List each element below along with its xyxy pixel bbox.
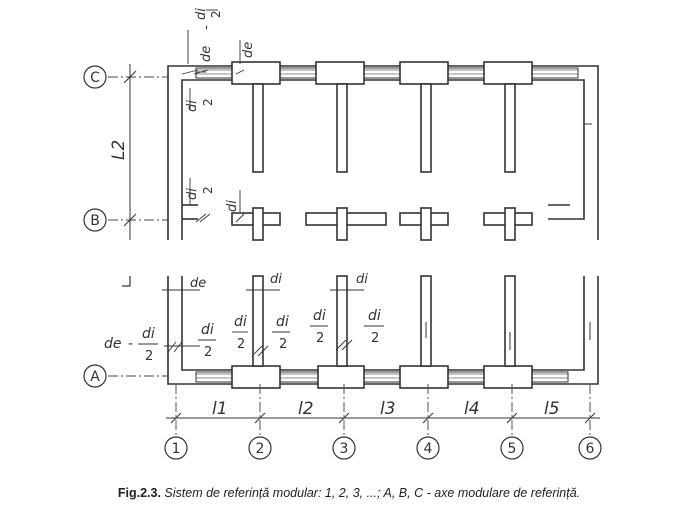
figure-caption: Fig.2.3. Sistem de referință modular: 1,… [0, 486, 698, 500]
axis-marker-5 [500, 436, 524, 460]
label-di-a-1: di [201, 322, 214, 338]
label-de-a-left: de [104, 336, 122, 352]
label-two-c-top: 2 [209, 10, 223, 18]
dimension-l2-vertical [123, 64, 137, 240]
axis-label-2: 2 [256, 441, 265, 457]
inner-wall-lower [181, 276, 585, 371]
span-label-l5: l5 [544, 399, 560, 419]
annotations-row-a [138, 289, 384, 357]
axis-label-a: A [90, 369, 100, 385]
label-two-a-1: 2 [204, 345, 212, 360]
column-axis-markers [164, 436, 602, 460]
axis-label-3: 3 [340, 441, 349, 457]
axis-marker-c [83, 65, 107, 89]
label-di-a-left: di [142, 326, 155, 342]
axis-marker-3 [332, 436, 356, 460]
label-two-a-3: 2 [279, 337, 287, 352]
wall-col-5-upper [504, 83, 516, 173]
axis-marker-4 [416, 436, 440, 460]
inner-wall-upper [181, 79, 585, 240]
wall-col-2-lower [252, 275, 264, 367]
label-dash-c: - [199, 25, 214, 30]
axis-label-6: 6 [586, 441, 595, 457]
wall-col-3-upper [336, 83, 348, 173]
label-two-a-2: 2 [237, 337, 245, 352]
axis-label-1: 1 [172, 441, 181, 457]
label-dash-a-left: - [128, 336, 133, 352]
label-two-a-5: 2 [371, 331, 379, 346]
label-two-a-4: 2 [316, 331, 324, 346]
axis-marker-2 [248, 436, 272, 460]
label-two-a-left: 2 [145, 349, 153, 364]
axis-label-5: 5 [508, 441, 517, 457]
axis-lines [108, 76, 591, 436]
axis-marker-b [83, 208, 107, 232]
label-di-a-2: di [234, 314, 247, 330]
label-de-c: de [199, 46, 214, 62]
wall-col-4-lower [420, 275, 432, 367]
axis-label-b: B [90, 213, 100, 229]
span-label-l4: l4 [464, 399, 480, 419]
label-di-a-top2: di [270, 272, 282, 287]
annotations-row-c [181, 9, 245, 110]
label-di-a-top3: di [356, 272, 368, 287]
span-label-l3: l3 [380, 399, 396, 419]
lower-plan [122, 275, 599, 389]
label-di-a-3: di [276, 314, 289, 330]
label-di-a-5: di [368, 308, 381, 324]
span-label-l1: l1 [212, 399, 228, 419]
caption-figure-number: Fig.2.3. [117, 486, 161, 500]
axis-marker-6 [578, 436, 602, 460]
row-axis-markers [83, 65, 107, 388]
axis-marker-1 [164, 436, 188, 460]
label-two-c-inner: 2 [201, 98, 215, 106]
dimension-label-L2: L2 [109, 140, 129, 160]
axis-label-c: C [90, 70, 100, 86]
outer-wall-upper [167, 65, 599, 240]
label-de-a-top: de [190, 276, 206, 291]
wall-col-4-upper [420, 83, 432, 173]
caption-text: Sistem de referință modular: 1, 2, 3, ..… [164, 486, 581, 500]
label-di-c-inner: di [185, 100, 200, 112]
span-label-l2: l2 [298, 399, 314, 419]
wall-col-2-upper [252, 83, 264, 173]
label-two-b: 2 [201, 186, 215, 194]
wall-col-3-lower [336, 275, 348, 367]
label-de-c-right: de [241, 42, 256, 58]
axis-marker-a [83, 364, 107, 388]
axis-label-4: 4 [424, 441, 433, 457]
wall-col-5-lower [504, 275, 516, 367]
outer-wall-lower [167, 276, 599, 385]
annotations-row-b [189, 178, 245, 223]
label-di-b-right: di [225, 200, 240, 212]
dimension-line-horizontal [166, 412, 600, 424]
label-di-b: di [185, 188, 200, 200]
label-di-a-4: di [313, 308, 326, 324]
label-di-c-top: di [194, 8, 209, 20]
upper-plan [167, 61, 599, 241]
